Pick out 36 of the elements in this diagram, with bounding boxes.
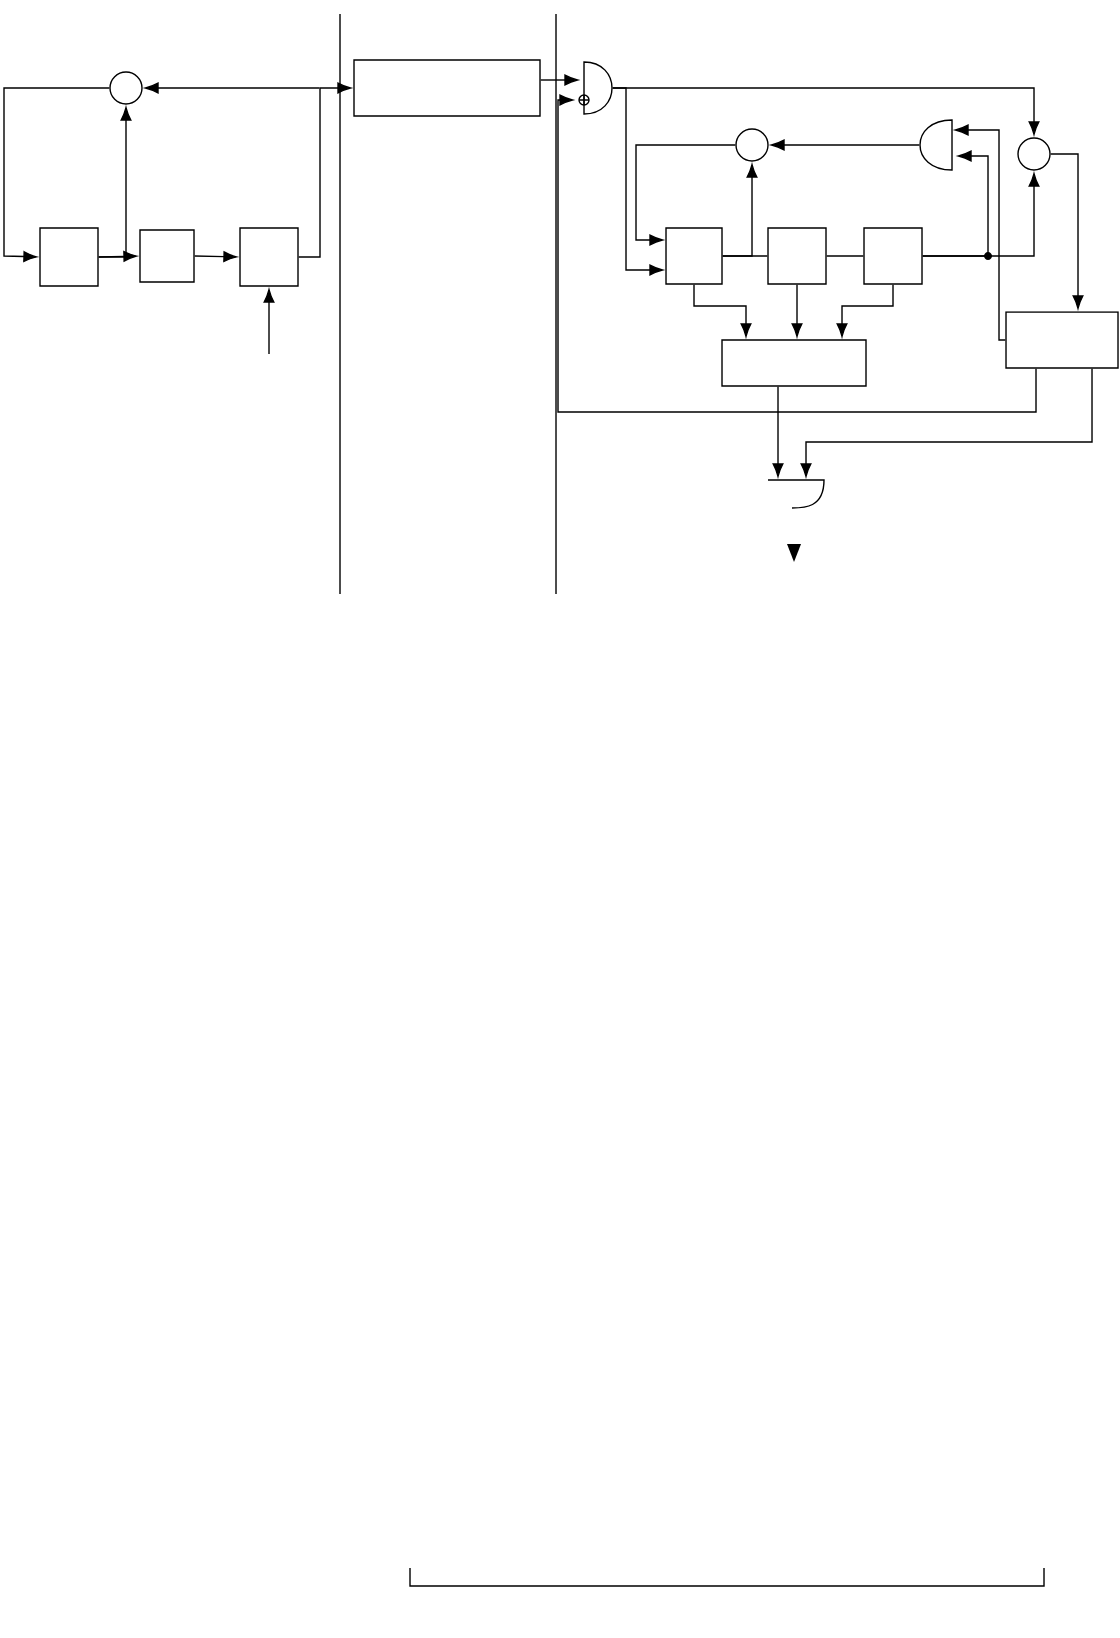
- gate-symbol: [919, 119, 953, 171]
- arrow: [1050, 153, 1084, 310]
- arrow: [922, 150, 992, 260]
- connector-line: [826, 255, 864, 257]
- arrow: [612, 87, 664, 276]
- arrow: [557, 94, 1037, 413]
- process-box: [39, 227, 99, 287]
- process-box: [665, 227, 723, 285]
- summing-junction: [735, 128, 769, 162]
- process-box: [721, 339, 867, 387]
- arrow: [954, 124, 1006, 341]
- arrow: [635, 144, 736, 246]
- arrow: [540, 74, 579, 86]
- process-box: [139, 229, 195, 283]
- arrow: [194, 251, 238, 263]
- arrow: [693, 284, 752, 338]
- summing-junction: [1017, 137, 1051, 171]
- process-box: [353, 59, 541, 117]
- arrow: [770, 139, 920, 151]
- arrow: [98, 106, 132, 258]
- arrow: [263, 288, 275, 355]
- arrow: [836, 284, 894, 338]
- arrow: [772, 386, 784, 478]
- connector-line: [722, 255, 768, 257]
- arrow: [800, 368, 1093, 478]
- arrow: [298, 82, 352, 258]
- arrow: [144, 82, 320, 94]
- summing-junction: [109, 71, 143, 105]
- process-box: [863, 227, 923, 285]
- arrow: [3, 87, 110, 263]
- gate-symbol: [767, 479, 825, 509]
- gate-symbol: [578, 61, 613, 115]
- arrow: [791, 284, 803, 338]
- process-box: [767, 227, 827, 285]
- process-box: [239, 227, 299, 287]
- process-box: [1005, 311, 1119, 369]
